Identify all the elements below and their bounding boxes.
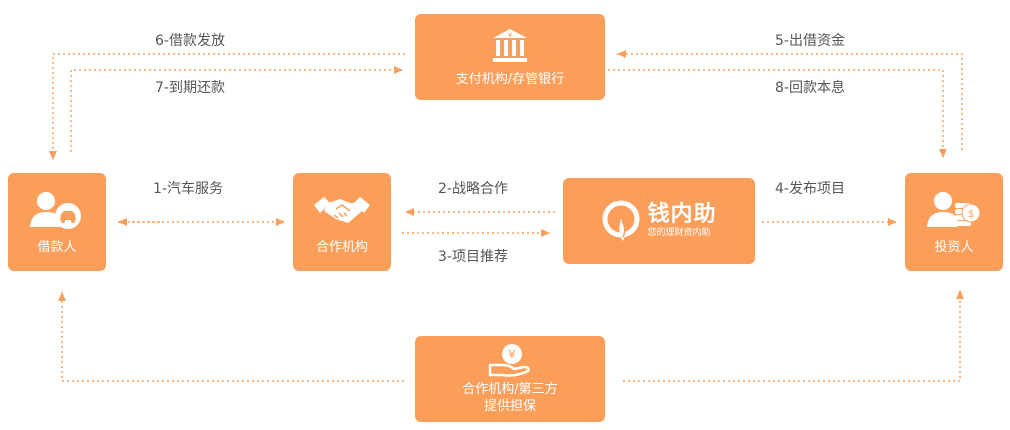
investor-label: 投资人	[934, 239, 974, 255]
edge-2-label: 2-战略合作	[438, 181, 508, 197]
qiangneizhu-logo-icon	[601, 199, 641, 243]
edge-7-label: 7-到期还款	[155, 80, 225, 96]
investor-coins-icon: $	[925, 189, 983, 233]
handshake-icon	[312, 189, 372, 233]
svg-text:$: $	[968, 209, 974, 220]
guarantee-node: ¥ 合作机构/第三方 提供担保	[415, 336, 605, 422]
yuan-hand-icon: ¥	[488, 343, 532, 379]
edge-6-label: 6-借款发放	[155, 33, 225, 49]
edge-1-label: 1-汽车服务	[153, 181, 223, 197]
borrower-car-icon	[28, 189, 86, 233]
edge-5-line	[617, 50, 963, 150]
investor-node: $ 投资人	[905, 173, 1003, 271]
edge-8-label: 8-回款本息	[775, 80, 845, 96]
edge-guarantee-investor-line	[623, 290, 964, 382]
edge-5-label: 5-出借资金	[775, 33, 845, 49]
platform-slogan: 您的理财资内助	[647, 228, 711, 238]
edge-6-line	[49, 53, 405, 160]
edge-8-line	[608, 69, 947, 158]
bank-icon: ¥	[490, 27, 530, 67]
edge-3-label: 3-项目推荐	[438, 249, 508, 265]
bank-label: 支付机构/存管银行	[455, 71, 565, 87]
partner-node: 合作机构	[293, 173, 391, 271]
platform-node: 钱内助 您的理财资内助	[563, 178, 755, 264]
edge-guarantee-borrower-line	[58, 292, 404, 382]
bank-node: ¥ 支付机构/存管银行	[415, 14, 605, 100]
edge-4-label: 4-发布项目	[775, 181, 845, 197]
platform-name: 钱内助	[647, 202, 717, 227]
borrower-label: 借款人	[37, 239, 77, 255]
edge-7-line	[70, 66, 403, 152]
guarantee-label-line1: 合作机构/第三方	[462, 382, 558, 397]
svg-text:¥: ¥	[508, 31, 513, 39]
svg-text:¥: ¥	[508, 348, 516, 362]
partner-label: 合作机构	[315, 239, 368, 255]
borrower-node: 借款人	[8, 173, 106, 271]
guarantee-label-line2: 提供担保	[483, 399, 536, 414]
